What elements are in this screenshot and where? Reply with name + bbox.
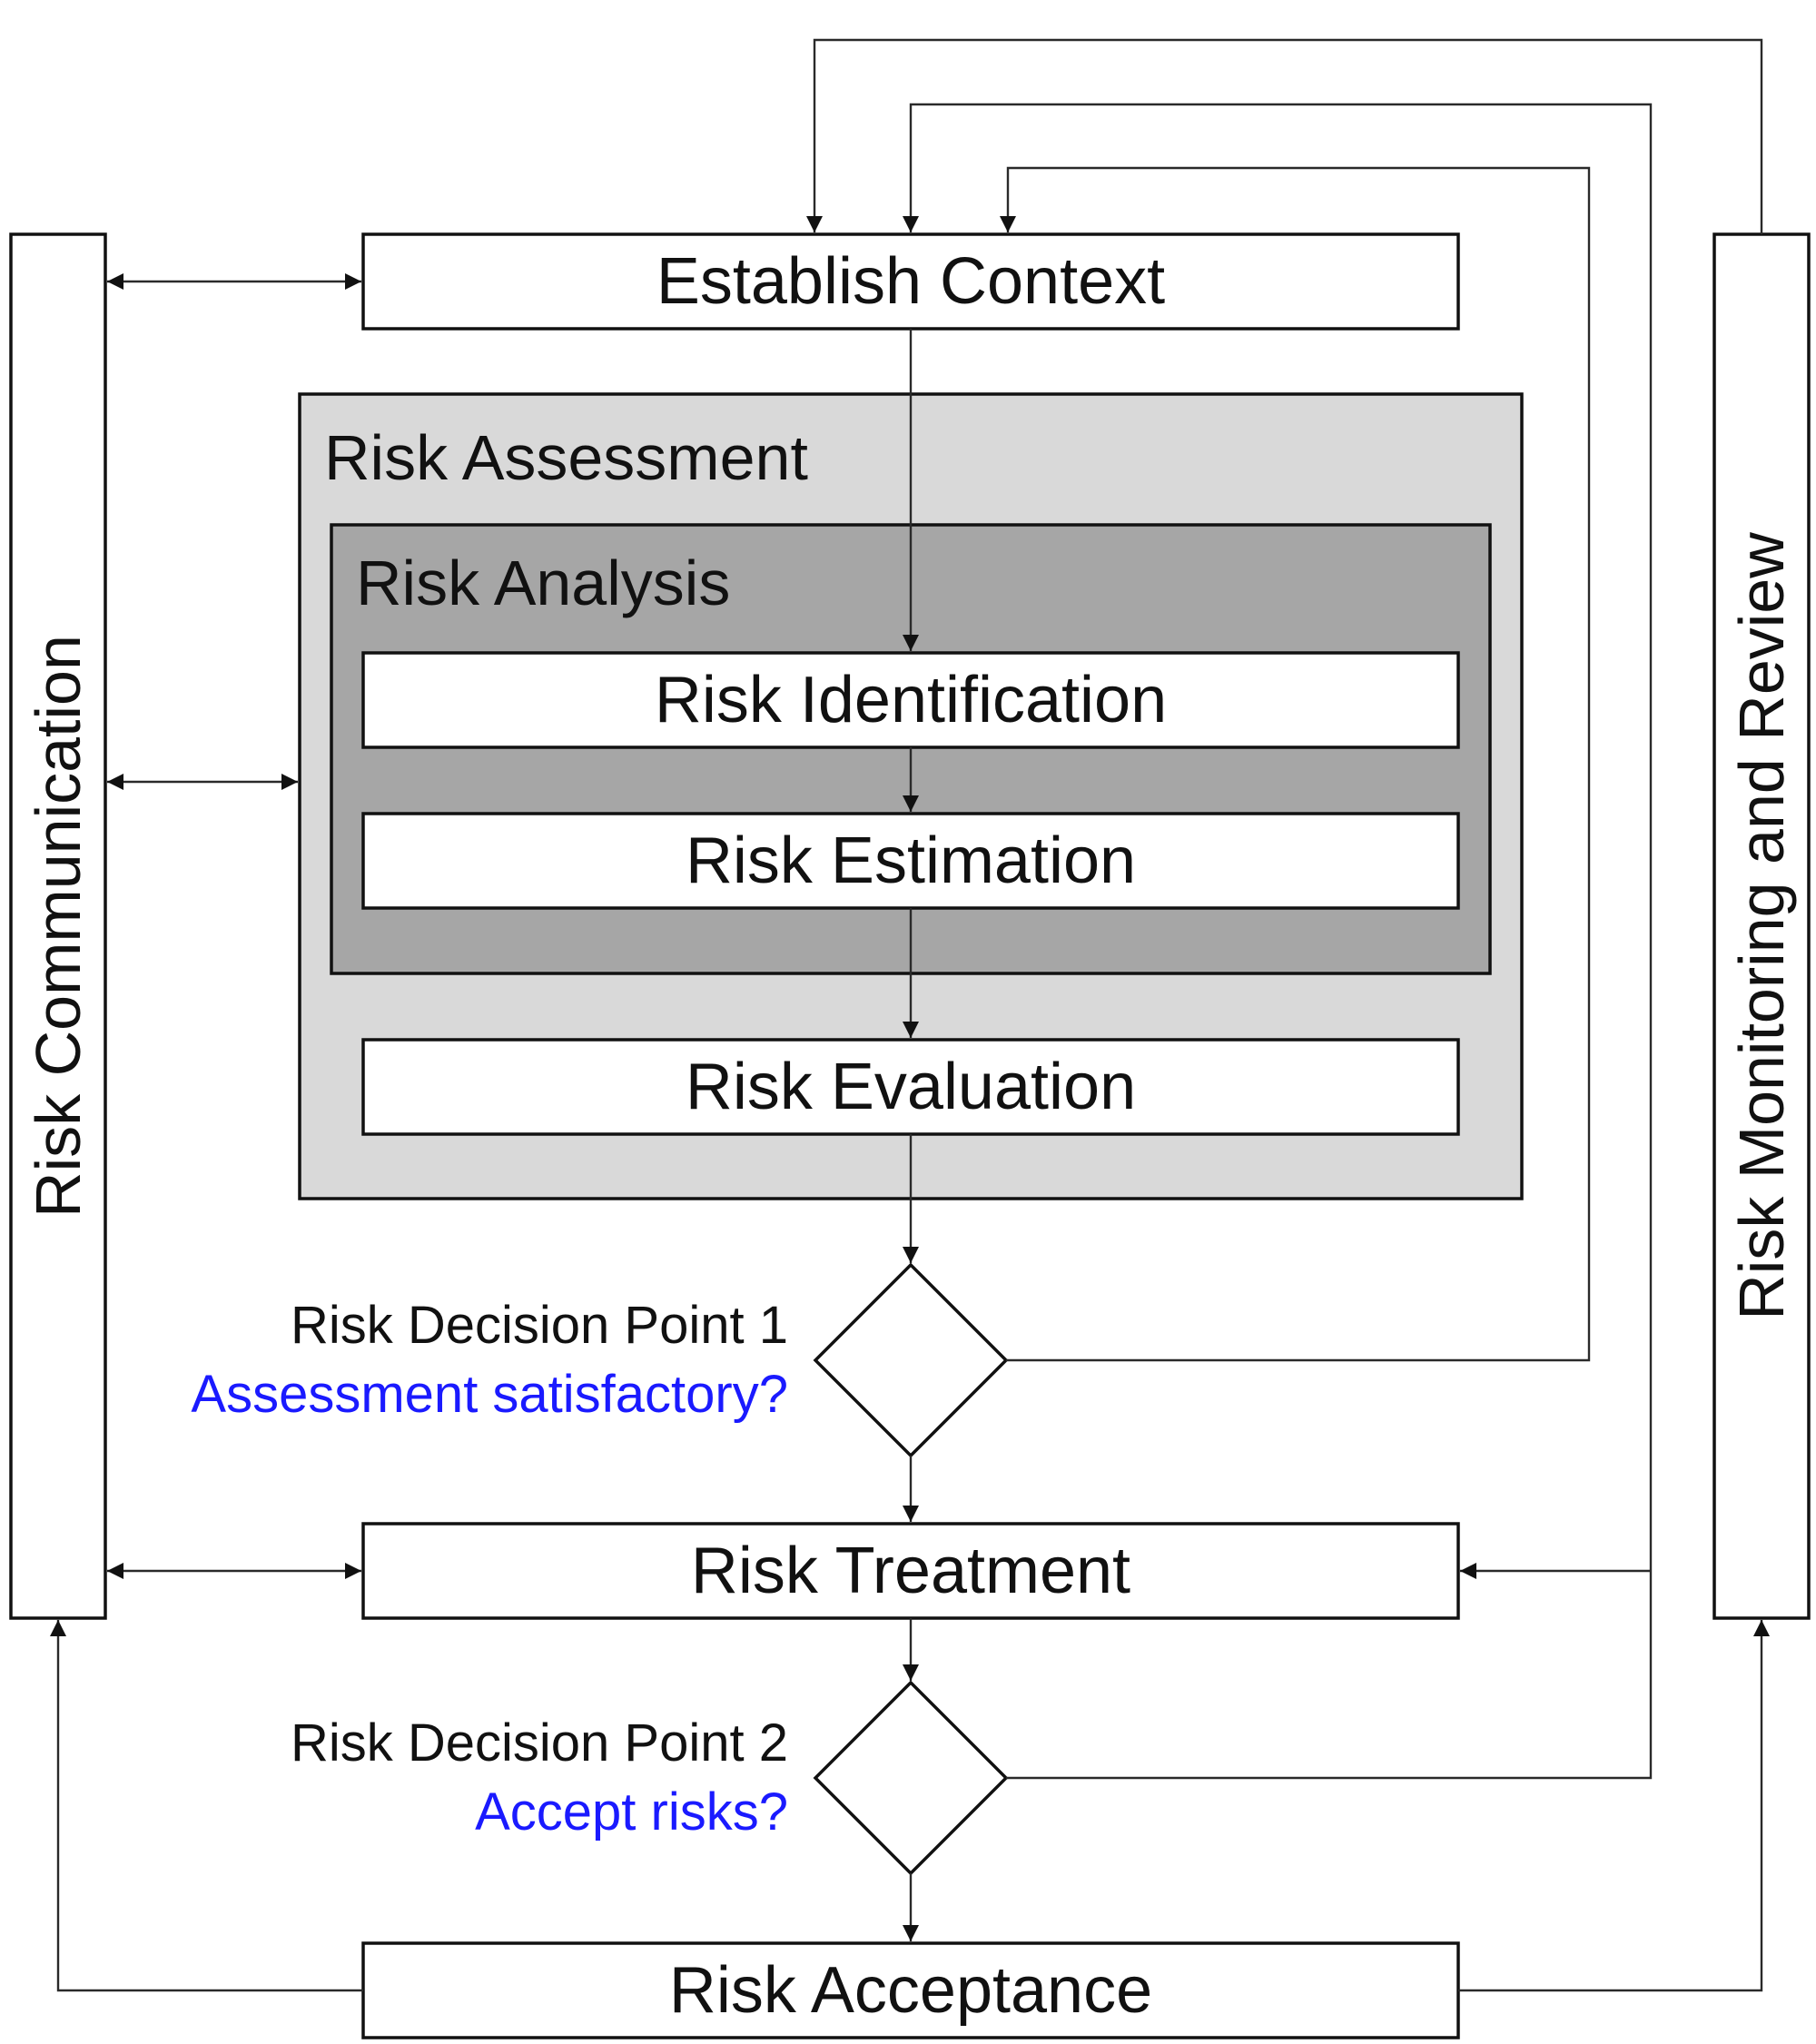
risk-monitoring-label: Risk Monitoring and Review: [1726, 532, 1797, 1320]
risk-analysis-label: Risk Analysis: [356, 548, 730, 618]
risk-estimation-box: [361, 812, 1460, 910]
establish-context-box: [361, 232, 1460, 331]
loop-monitoring-to-context: [806, 38, 1763, 234]
risk-estimation-label: Risk Estimation: [686, 825, 1136, 897]
decision-point-1-title: Risk Decision Point 1: [291, 1296, 788, 1355]
risk-evaluation-box: [361, 1038, 1460, 1136]
loop-decision-2-to-context: [903, 103, 1653, 1780]
risk-communication-box: [9, 232, 107, 1620]
loop-decision-1-to-context: [1000, 166, 1591, 1362]
decision-point-2-question: Accept risks?: [475, 1782, 788, 1842]
risk-identification-label: Risk Identification: [655, 664, 1167, 736]
risk-communication-label: Risk Communication: [23, 635, 94, 1218]
risk-evaluation-label: Risk Evaluation: [686, 1051, 1136, 1123]
decision-point-1-question: Assessment satisfactory?: [191, 1365, 788, 1424]
establish-context-label: Establish Context: [656, 245, 1165, 318]
risk-identification-box: [361, 651, 1460, 749]
risk-assessment-label: Risk Assessment: [324, 422, 808, 493]
arrow-acceptance-to-communication: [50, 1620, 363, 1992]
risk-treatment-label: Risk Treatment: [691, 1535, 1130, 1607]
arrow-acceptance-to-monitoring: [1458, 1620, 1770, 1992]
decision-point-1-diamond: [813, 1262, 1009, 1458]
decision-point-2-diamond: [813, 1680, 1009, 1876]
risk-acceptance-box: [361, 1941, 1460, 2039]
decision-point-2-title: Risk Decision Point 2: [291, 1713, 788, 1772]
risk-acceptance-label: Risk Acceptance: [669, 1954, 1152, 2027]
